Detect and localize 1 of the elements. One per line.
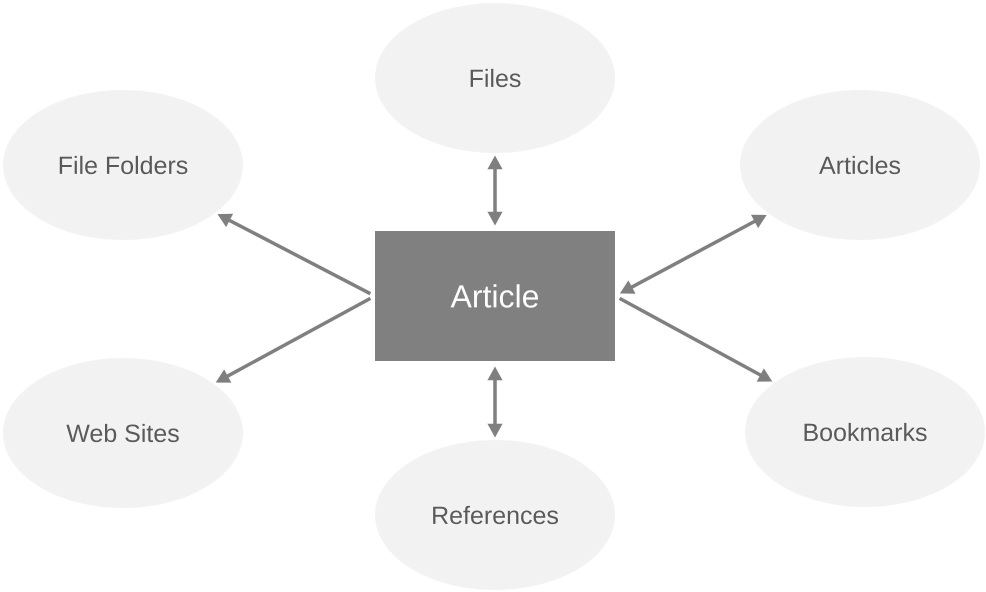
center-box: Article — [375, 231, 615, 361]
